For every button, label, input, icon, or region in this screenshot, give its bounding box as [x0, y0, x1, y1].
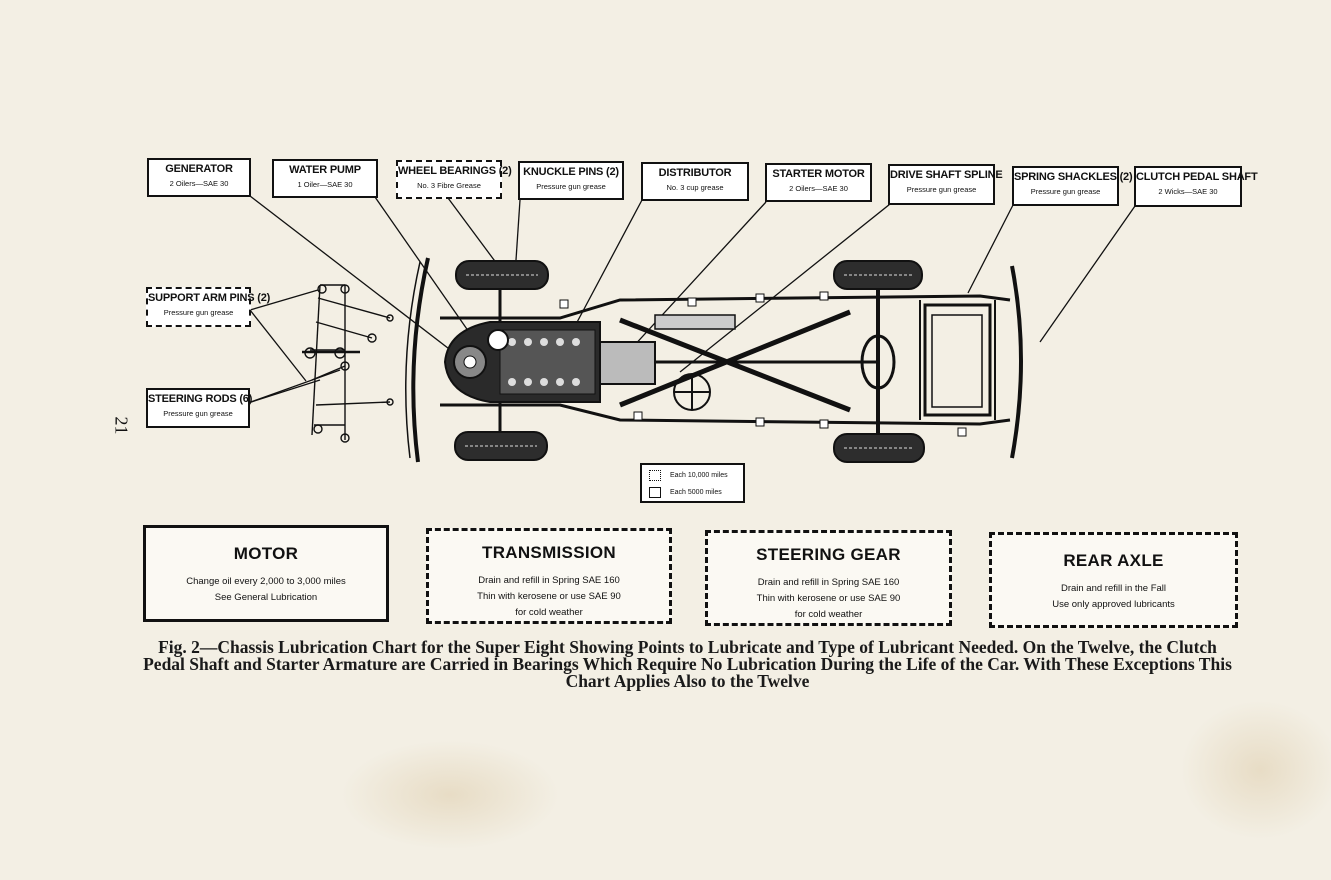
front-suspension-detail — [302, 284, 394, 443]
box-transmission: TRANSMISSION Drain and refill in Spring … — [426, 528, 672, 624]
label-steering-rods-title: STEERING RODS (6) — [148, 393, 253, 405]
label-distributor-sub: No. 3 cup grease — [666, 183, 724, 192]
label-water-pump-title: WATER PUMP — [289, 164, 361, 176]
label-knuckle-pins: KNUCKLE PINS (2) Pressure gun grease — [518, 161, 624, 200]
engine — [443, 314, 736, 403]
label-support-arm-pins: SUPPORT ARM PINS (2) Pressure gun grease — [146, 287, 271, 327]
box-motor-title: MOTOR — [233, 544, 299, 563]
chassis-frame — [405, 257, 1023, 463]
legend-dotted-swatch — [649, 470, 661, 481]
legend-row-dotted: Each 10,000 miles — [642, 467, 743, 484]
label-starter-motor: STARTER MOTOR 2 Oilers—SAE 30 — [765, 163, 872, 202]
box-rear-axle-title: REAR AXLE — [1063, 551, 1164, 570]
label-water-pump-sub: 1 Oiler—SAE 30 — [297, 180, 353, 189]
box-transmission-line-1: Drain and refill in Spring SAE 160 — [478, 575, 620, 586]
box-steering-gear-line-2: Thin with kerosene or use SAE 90 — [756, 593, 901, 604]
label-knuckle-pins-sub: Pressure gun grease — [536, 182, 606, 191]
figure-caption: Fig. 2—Chassis Lubrication Chart for the… — [143, 637, 1232, 691]
label-wheel-bearings: WHEEL BEARINGS (2) No. 3 Fibre Grease — [396, 160, 512, 199]
label-generator-sub: 2 Oilers—SAE 30 — [169, 179, 229, 188]
label-spring-shackles: SPRING SHACKLES (2) Pressure gun grease — [1012, 166, 1133, 206]
page-number: 21 — [111, 416, 132, 435]
box-motor-line-2: See General Lubrication — [214, 592, 318, 603]
box-motor: MOTOR Change oil every 2,000 to 3,000 mi… — [143, 525, 389, 622]
box-rear-axle-line-1: Drain and refill in the Fall — [1060, 583, 1167, 594]
label-clutch-pedal-shaft: CLUTCH PEDAL SHAFT 2 Wicks—SAE 30 — [1134, 166, 1258, 207]
box-steering-gear-title: STEERING GEAR — [756, 545, 901, 564]
label-generator-title: GENERATOR — [165, 163, 233, 175]
label-water-pump: WATER PUMP 1 Oiler—SAE 30 — [272, 159, 378, 198]
label-knuckle-pins-title: KNUCKLE PINS (2) — [523, 166, 619, 178]
box-steering-gear-line-3: for cold weather — [794, 609, 863, 620]
legend-solid-text: Each 5000 miles — [670, 489, 722, 496]
box-steering-gear-line-1: Drain and refill in Spring SAE 160 — [757, 577, 900, 588]
label-drive-shaft-spline-sub: Pressure gun grease — [906, 185, 977, 194]
box-rear-axle: REAR AXLE Drain and refill in the Fall U… — [989, 532, 1238, 628]
label-spring-shackles-title: SPRING SHACKLES (2) — [1014, 171, 1133, 183]
label-steering-rods-sub: Pressure gun grease — [163, 409, 233, 418]
label-steering-rods: STEERING RODS (6) Pressure gun grease — [146, 388, 253, 428]
fitting-markers — [559, 291, 967, 437]
label-clutch-pedal-shaft-sub: 2 Wicks—SAE 30 — [1158, 187, 1218, 196]
box-steering-gear: STEERING GEAR Drain and refill in Spring… — [705, 530, 952, 626]
label-drive-shaft-spline-title: DRIVE SHAFT SPLINE — [890, 169, 1003, 181]
label-distributor-title: DISTRIBUTOR — [658, 167, 732, 179]
label-spring-shackles-sub: Pressure gun grease — [1030, 187, 1101, 196]
leader-lines — [247, 195, 1136, 404]
label-wheel-bearings-sub: No. 3 Fibre Grease — [417, 181, 481, 190]
box-transmission-line-3: for cold weather — [515, 607, 583, 618]
label-starter-motor-sub: 2 Oilers—SAE 30 — [789, 184, 848, 193]
label-wheel-bearings-title: WHEEL BEARINGS (2) — [398, 165, 512, 177]
box-transmission-title: TRANSMISSION — [482, 543, 616, 562]
legend: Each 10,000 miles Each 5000 miles — [640, 463, 745, 503]
label-starter-motor-title: STARTER MOTOR — [772, 168, 865, 180]
label-generator: GENERATOR 2 Oilers—SAE 30 — [147, 158, 251, 197]
label-support-arm-pins-sub: Pressure gun grease — [163, 308, 234, 317]
label-clutch-pedal-shaft-title: CLUTCH PEDAL SHAFT — [1136, 171, 1258, 183]
legend-solid-swatch — [649, 487, 661, 498]
box-motor-line-1: Change oil every 2,000 to 3,000 miles — [186, 576, 346, 587]
box-transmission-line-2: Thin with kerosene or use SAE 90 — [477, 591, 621, 602]
legend-dotted-text: Each 10,000 miles — [670, 472, 728, 479]
label-distributor: DISTRIBUTOR No. 3 cup grease — [641, 162, 749, 201]
steering-wheel — [673, 373, 711, 411]
label-drive-shaft-spline: DRIVE SHAFT SPLINE Pressure gun grease — [888, 164, 1003, 205]
box-rear-axle-line-2: Use only approved lubricants — [1052, 599, 1175, 610]
legend-row-solid: Each 5000 miles — [642, 484, 743, 501]
tires — [454, 260, 925, 463]
label-support-arm-pins-title: SUPPORT ARM PINS (2) — [148, 292, 271, 304]
